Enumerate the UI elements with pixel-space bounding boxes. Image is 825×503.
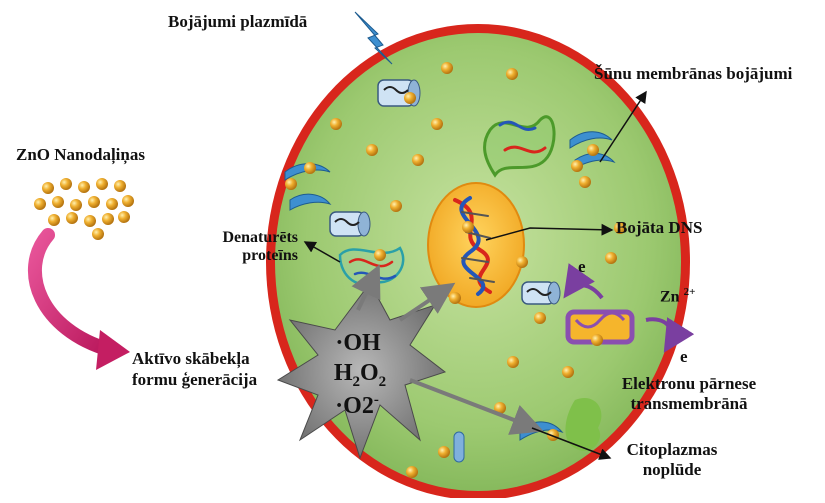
ros-generation-arrow bbox=[35, 235, 110, 350]
peroxide-o: O bbox=[360, 360, 379, 386]
label-leak-line2: noplūde bbox=[612, 460, 732, 480]
label-denatured-protein: Denaturēts proteīns bbox=[186, 229, 298, 264]
label-denatured-line2: proteīns bbox=[186, 247, 298, 265]
ros-hydrogen-peroxide: H2O2 bbox=[312, 360, 408, 391]
label-plasmid-damage: Bojājumi plazmīdā bbox=[168, 13, 307, 32]
plasmid-cylinder-right bbox=[522, 282, 560, 304]
electron-symbol-lower: e bbox=[680, 348, 688, 367]
label-ros-generation: Aktīvo skābekļa formu ģenerācija bbox=[132, 348, 257, 391]
label-damaged-dna: Bojāta DNS bbox=[616, 219, 702, 238]
label-electron-line2: transmembrānā bbox=[604, 394, 774, 414]
label-cytoplasm-leak: Citoplazmas noplūde bbox=[612, 440, 732, 481]
superoxide-charge: - bbox=[374, 392, 379, 408]
peroxide-sub1: 2 bbox=[353, 374, 361, 390]
membrane-pore-bar bbox=[454, 432, 464, 462]
ros-superoxide: ·O2- bbox=[312, 392, 402, 420]
label-membrane-damage: Šūnu membrānas bojājumi bbox=[594, 65, 792, 84]
label-ros-line1: Aktīvo skābekļa bbox=[132, 348, 257, 369]
electron-symbol-upper: e bbox=[578, 258, 586, 277]
label-zno-nanoparticles: ZnO Nanodaļiņas bbox=[16, 146, 145, 165]
ros-hydroxyl-radical: ·OH bbox=[318, 330, 398, 357]
label-ros-line2: formu ģenerācija bbox=[132, 369, 257, 390]
superoxide-symbol: ·O2 bbox=[335, 393, 374, 419]
label-denatured-line1: Denaturēts bbox=[186, 229, 298, 247]
label-zinc-ion: Zn 2+ bbox=[660, 286, 695, 306]
label-electron-line1: Elektronu pārnese bbox=[604, 374, 774, 394]
plasmid-cylinder-left bbox=[330, 212, 370, 236]
peroxide-sub2: 2 bbox=[379, 374, 387, 390]
label-electron-transfer: Elektronu pārnese transmembrānā bbox=[604, 374, 774, 415]
zinc-charge: 2+ bbox=[684, 286, 696, 298]
label-leak-line1: Citoplazmas bbox=[612, 440, 732, 460]
peroxide-h: H bbox=[334, 360, 353, 386]
ros-generation-arrowhead bbox=[96, 330, 130, 370]
zinc-symbol: Zn bbox=[660, 288, 680, 305]
